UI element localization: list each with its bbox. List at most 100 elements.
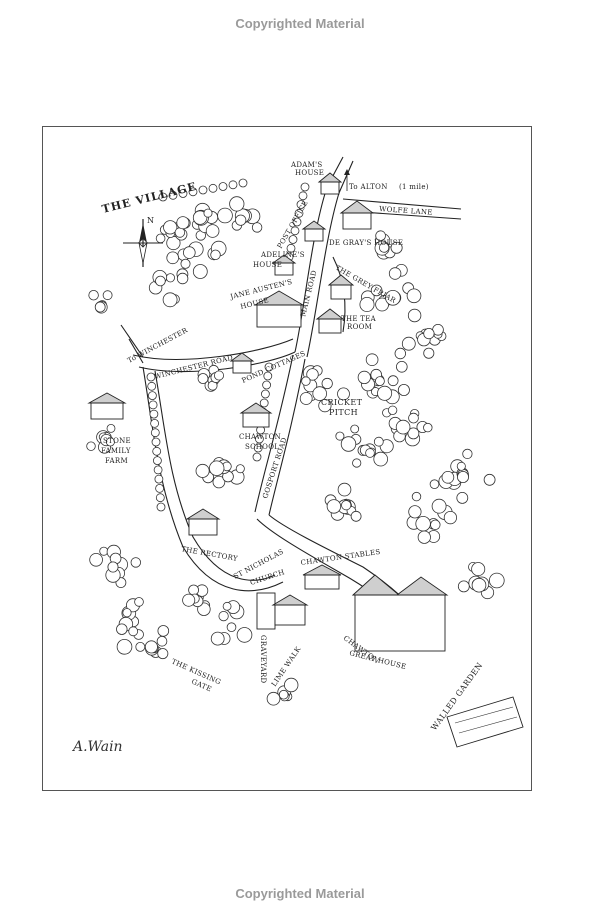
artist-signature: A.Wain xyxy=(71,739,123,755)
tree-mark xyxy=(370,284,383,297)
de-grays-house xyxy=(339,200,375,230)
gosport-road-east-edge xyxy=(268,358,306,516)
tree-mark xyxy=(89,552,103,567)
tree-mark xyxy=(176,216,190,230)
tree-mark xyxy=(288,235,298,244)
tree-mark xyxy=(423,347,435,359)
label-tea-room-1: THE TEA xyxy=(341,315,377,323)
tree-mark xyxy=(218,182,228,191)
tree-mark xyxy=(155,233,166,244)
tree-mark xyxy=(156,502,166,512)
tree-mark xyxy=(205,224,220,238)
wolfe-lane-edge xyxy=(342,198,462,210)
tree-mark xyxy=(192,264,208,279)
tree-mark xyxy=(155,483,164,493)
label-cricket-pitch-1: CRICKET xyxy=(321,398,363,407)
the-rectory xyxy=(185,508,221,536)
tree-mark xyxy=(457,580,470,593)
tree-mark xyxy=(208,183,218,193)
tree-mark xyxy=(162,292,178,308)
tree-mark xyxy=(456,491,469,504)
chawton-great-house xyxy=(351,574,449,652)
gosport-road-west-edge xyxy=(254,354,294,513)
post-office xyxy=(301,220,327,242)
lane-west xyxy=(142,366,284,592)
pond-cottages xyxy=(229,352,255,374)
tree-mark xyxy=(198,185,208,195)
tree-mark xyxy=(377,385,393,401)
tree-mark xyxy=(144,640,158,654)
tree-mark xyxy=(86,441,96,451)
tree-mark xyxy=(260,389,270,399)
tree-mark xyxy=(441,470,455,484)
tree-mark xyxy=(415,516,431,532)
tree-mark xyxy=(390,241,403,254)
tree-mark xyxy=(157,625,170,637)
tree-mark xyxy=(156,635,168,647)
label-de-grays-house: DE GRAY'S HOUSE xyxy=(329,239,403,247)
tree-mark xyxy=(128,626,139,637)
label-adelines-house-2: HOUSE xyxy=(253,261,282,269)
tree-mark xyxy=(397,383,410,396)
tree-mark xyxy=(365,353,379,367)
footer-watermark: Copyrighted Material xyxy=(235,886,365,901)
tree-mark xyxy=(385,290,401,306)
tree-mark xyxy=(151,437,161,447)
label-adelines-house-1: ADELINE'S xyxy=(260,251,305,259)
label-stone-family-farm-2: FAMILY xyxy=(101,447,131,455)
tree-mark xyxy=(150,428,160,438)
tree-mark xyxy=(430,519,441,531)
tree-mark xyxy=(149,409,159,419)
tree-mark xyxy=(165,273,176,283)
winchester-road-north-edge xyxy=(132,338,294,360)
tree-mark xyxy=(180,258,191,269)
tree-mark xyxy=(394,347,407,360)
label-chawton-stables: CHAWTON STABLES xyxy=(300,548,381,567)
tree-mark xyxy=(217,207,233,224)
tree-mark xyxy=(146,372,156,382)
to-winchester-road-edge xyxy=(120,324,144,358)
tree-mark xyxy=(326,499,342,514)
tree-mark xyxy=(378,242,390,253)
tree-mark xyxy=(483,473,496,486)
buildings xyxy=(87,172,524,748)
tree-mark xyxy=(262,380,272,390)
tree-mark xyxy=(154,474,164,484)
tree-mark xyxy=(340,436,357,452)
trees xyxy=(86,178,505,706)
tree-mark xyxy=(188,584,200,596)
tree-mark xyxy=(218,610,229,622)
chawton-school xyxy=(239,402,273,428)
tree-mark xyxy=(471,577,487,593)
tree-mark xyxy=(471,562,486,577)
label-to-alton: To ALTON xyxy=(349,183,388,191)
tree-mark xyxy=(263,371,273,381)
stone-family-farm xyxy=(87,392,127,420)
tree-mark xyxy=(286,243,296,253)
tree-mark xyxy=(312,386,328,401)
tree-mark xyxy=(387,375,399,387)
tree-mark xyxy=(266,691,281,706)
tree-mark xyxy=(116,638,133,655)
tree-mark xyxy=(264,362,274,372)
tree-mark xyxy=(373,436,384,447)
tree-mark xyxy=(417,530,431,544)
tree-mark xyxy=(375,297,390,312)
tree-mark xyxy=(236,627,253,643)
header-watermark: Copyrighted Material xyxy=(235,16,365,31)
walled-garden xyxy=(446,696,524,748)
tree-mark xyxy=(238,178,248,188)
map-labels: THE VILLAGE ADAM'S HOUSE To ALTON (1 mil… xyxy=(71,161,485,755)
adams-house xyxy=(317,172,343,195)
tree-mark xyxy=(408,412,419,424)
tree-mark xyxy=(341,500,352,511)
tree-mark xyxy=(147,381,157,391)
tree-mark xyxy=(456,470,469,483)
tree-mark xyxy=(107,561,119,573)
tree-mark xyxy=(350,510,362,522)
label-alton-distance: (1 mile) xyxy=(399,183,429,191)
tree-mark xyxy=(235,214,247,226)
tree-mark xyxy=(375,230,386,241)
tree-mark xyxy=(387,405,398,416)
tree-mark xyxy=(135,642,146,652)
